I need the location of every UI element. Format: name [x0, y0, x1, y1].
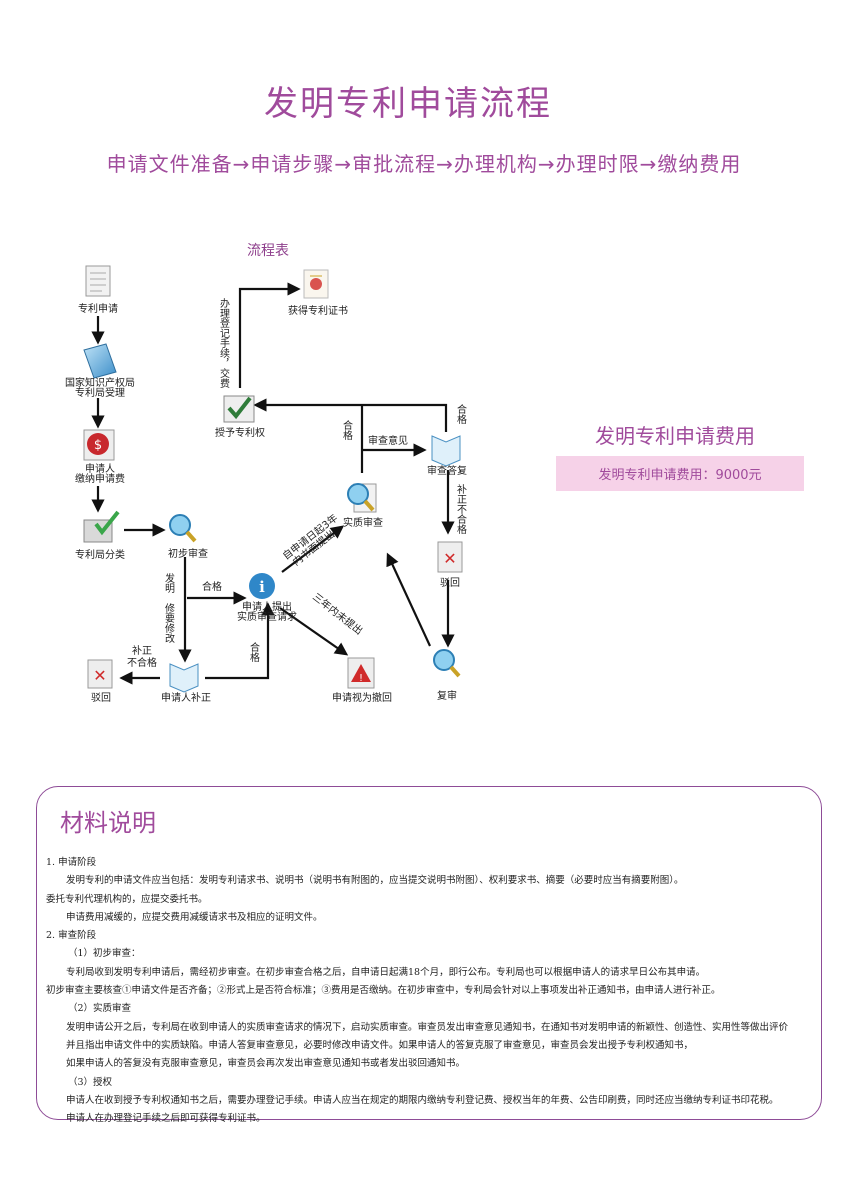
fee-box: 发明专利申请费用：9000元	[556, 456, 804, 491]
edge-reexam-substantive	[386, 552, 431, 647]
materials-line: 如果申请人的答复没有克服审查意见，审查员会再次发出审查意见通知书或者发出驳回通知…	[66, 1058, 466, 1070]
materials-panel	[36, 786, 822, 1120]
edge-label-qualified-sub: 合格	[341, 419, 353, 441]
edge-reply-grant	[253, 398, 448, 432]
edge-request-substantive	[281, 525, 345, 573]
edge-label-supp-unqualified: 补正不合格	[455, 483, 467, 535]
edge-label-not-within-3y: 三年内未提出	[310, 590, 365, 637]
edge-grant-certificate	[238, 282, 301, 388]
materials-line: 并且指出申请文件中的实质缺陷。申请人答复审查意见，必要时修改申请文件。如果申请人…	[66, 1039, 694, 1051]
warning-icon: !	[347, 657, 375, 689]
node-classify: 专利局分类	[75, 548, 125, 561]
materials-line: （3）授权	[68, 1076, 113, 1088]
materials-line: 初步审查主要核查①申请文件是否齐备；②形式上是否符合标准；③费用是否缴纳。在初步…	[46, 985, 721, 997]
node-preliminary: 初步审查	[168, 547, 208, 560]
edge-label-qualified-up: 合格	[248, 641, 260, 663]
materials-body: 1. 申请阶段 发明专利的申请文件应当包括：发明专利请求书、说明书（说明书有附图…	[46, 854, 816, 1128]
materials-line: 发明专利的申请文件应当包括：发明专利请求书、说明书（说明书有附图的，应当提交说明…	[66, 875, 684, 887]
page-title: 发明专利申请流程	[264, 84, 552, 124]
edge-label-qualified-mid: 合格	[202, 580, 222, 593]
materials-line: 1. 申请阶段	[46, 857, 97, 868]
svg-text:✕: ✕	[93, 666, 106, 685]
node-accept-line1: 国家知识产权局	[65, 376, 135, 389]
svg-text:i: i	[259, 578, 265, 596]
node-grant: 授予专利权	[215, 426, 265, 439]
flowchart-caption: 流程表	[247, 243, 289, 259]
edge-label-supp-fail-1: 补正	[132, 644, 152, 657]
node-accept-line2: 专利局受理	[75, 386, 125, 399]
patent-flowchart: $ i ✕ ! ✕	[65, 265, 467, 704]
open-book-icon	[169, 663, 199, 693]
payment-icon: $	[83, 429, 115, 461]
magnifier-icon	[169, 514, 197, 543]
node-withdrawn: 申请视为撤回	[332, 691, 392, 704]
reject-right-icon: ✕	[437, 541, 463, 573]
edge-supplement-request	[205, 602, 275, 680]
materials-line: 委托专利代理机构的，应提交委托书。	[46, 893, 208, 905]
process-subtitle: 申请文件准备→申请步骤→审批流程→办理机构→办理时限→缴纳费用	[106, 152, 742, 176]
materials-line: 申请费用减缓的，应提交费用减缓请求书及相应的证明文件。	[66, 911, 323, 923]
materials-line: 申请人在办理登记手续之后即可获得专利证书。	[66, 1113, 266, 1125]
node-pay-line2: 缴纳申请费	[75, 472, 125, 485]
substantive-magnifier-icon	[347, 483, 377, 513]
materials-line: 2. 审查阶段	[46, 930, 97, 942]
node-certificate: 获得专利证书	[288, 304, 348, 317]
node-apply: 专利申请	[78, 302, 118, 315]
document-icon	[85, 265, 111, 297]
svg-text:✕: ✕	[443, 549, 456, 568]
node-reject-left: 驳回	[91, 692, 111, 704]
reject-left-icon: ✕	[87, 659, 113, 689]
materials-line: 专利局收到发明专利申请后，需经初步审查。在初步审查合格之后，自申请日起满18个月…	[66, 966, 706, 978]
materials-heading: 材料说明	[60, 809, 156, 837]
edge-label-opinion: 审查意见	[368, 434, 408, 447]
node-substantive: 实质审查	[343, 516, 383, 529]
reexam-magnifier-icon	[433, 649, 461, 678]
edge-label-supp-fail-2: 不合格	[127, 656, 157, 669]
folder-icon	[83, 343, 117, 379]
edge-label-publish: 发明	[163, 572, 175, 594]
materials-line: （2）实质审查	[68, 1003, 132, 1015]
grant-check-icon	[223, 395, 255, 423]
info-icon: i	[249, 573, 275, 599]
node-reject-right: 驳回	[440, 577, 460, 589]
node-pay-line1: 申请人	[85, 462, 115, 475]
edge-label-qualified-reply: 合格	[455, 403, 467, 425]
svg-text:$: $	[94, 438, 102, 453]
certificate-icon	[303, 269, 329, 299]
flow-edges	[91, 282, 455, 685]
svg-text:!: !	[359, 673, 363, 684]
node-request-line2: 实质审查请求	[237, 610, 297, 623]
node-reexam: 复审	[437, 689, 457, 702]
materials-line: 申请人在收到授予专利权通知书之后，需要办理登记手续。申请人应当在规定的期限内缴纳…	[66, 1094, 779, 1106]
materials-line: （1）初步审查：	[68, 948, 141, 960]
node-reply: 审查答复	[427, 464, 467, 477]
fee-heading: 发明专利申请费用	[595, 424, 755, 448]
node-request-line1: 申请人提出	[242, 600, 292, 613]
fee-text: 发明专利申请费用：9000元	[598, 468, 762, 483]
edge-request-withdrawn	[279, 607, 349, 656]
reply-book-icon	[431, 435, 461, 467]
materials-line: 发明申请公开之后，专利局在收到申请人的实质审查请求的情况下，启动实质审查。审查员…	[66, 1021, 789, 1033]
edge-label-register: 办理登记手续，交费	[218, 297, 230, 389]
node-supplement: 申请人补正	[161, 691, 211, 704]
classify-box-icon	[83, 510, 120, 543]
edge-label-revise: 修要修改	[163, 602, 175, 644]
